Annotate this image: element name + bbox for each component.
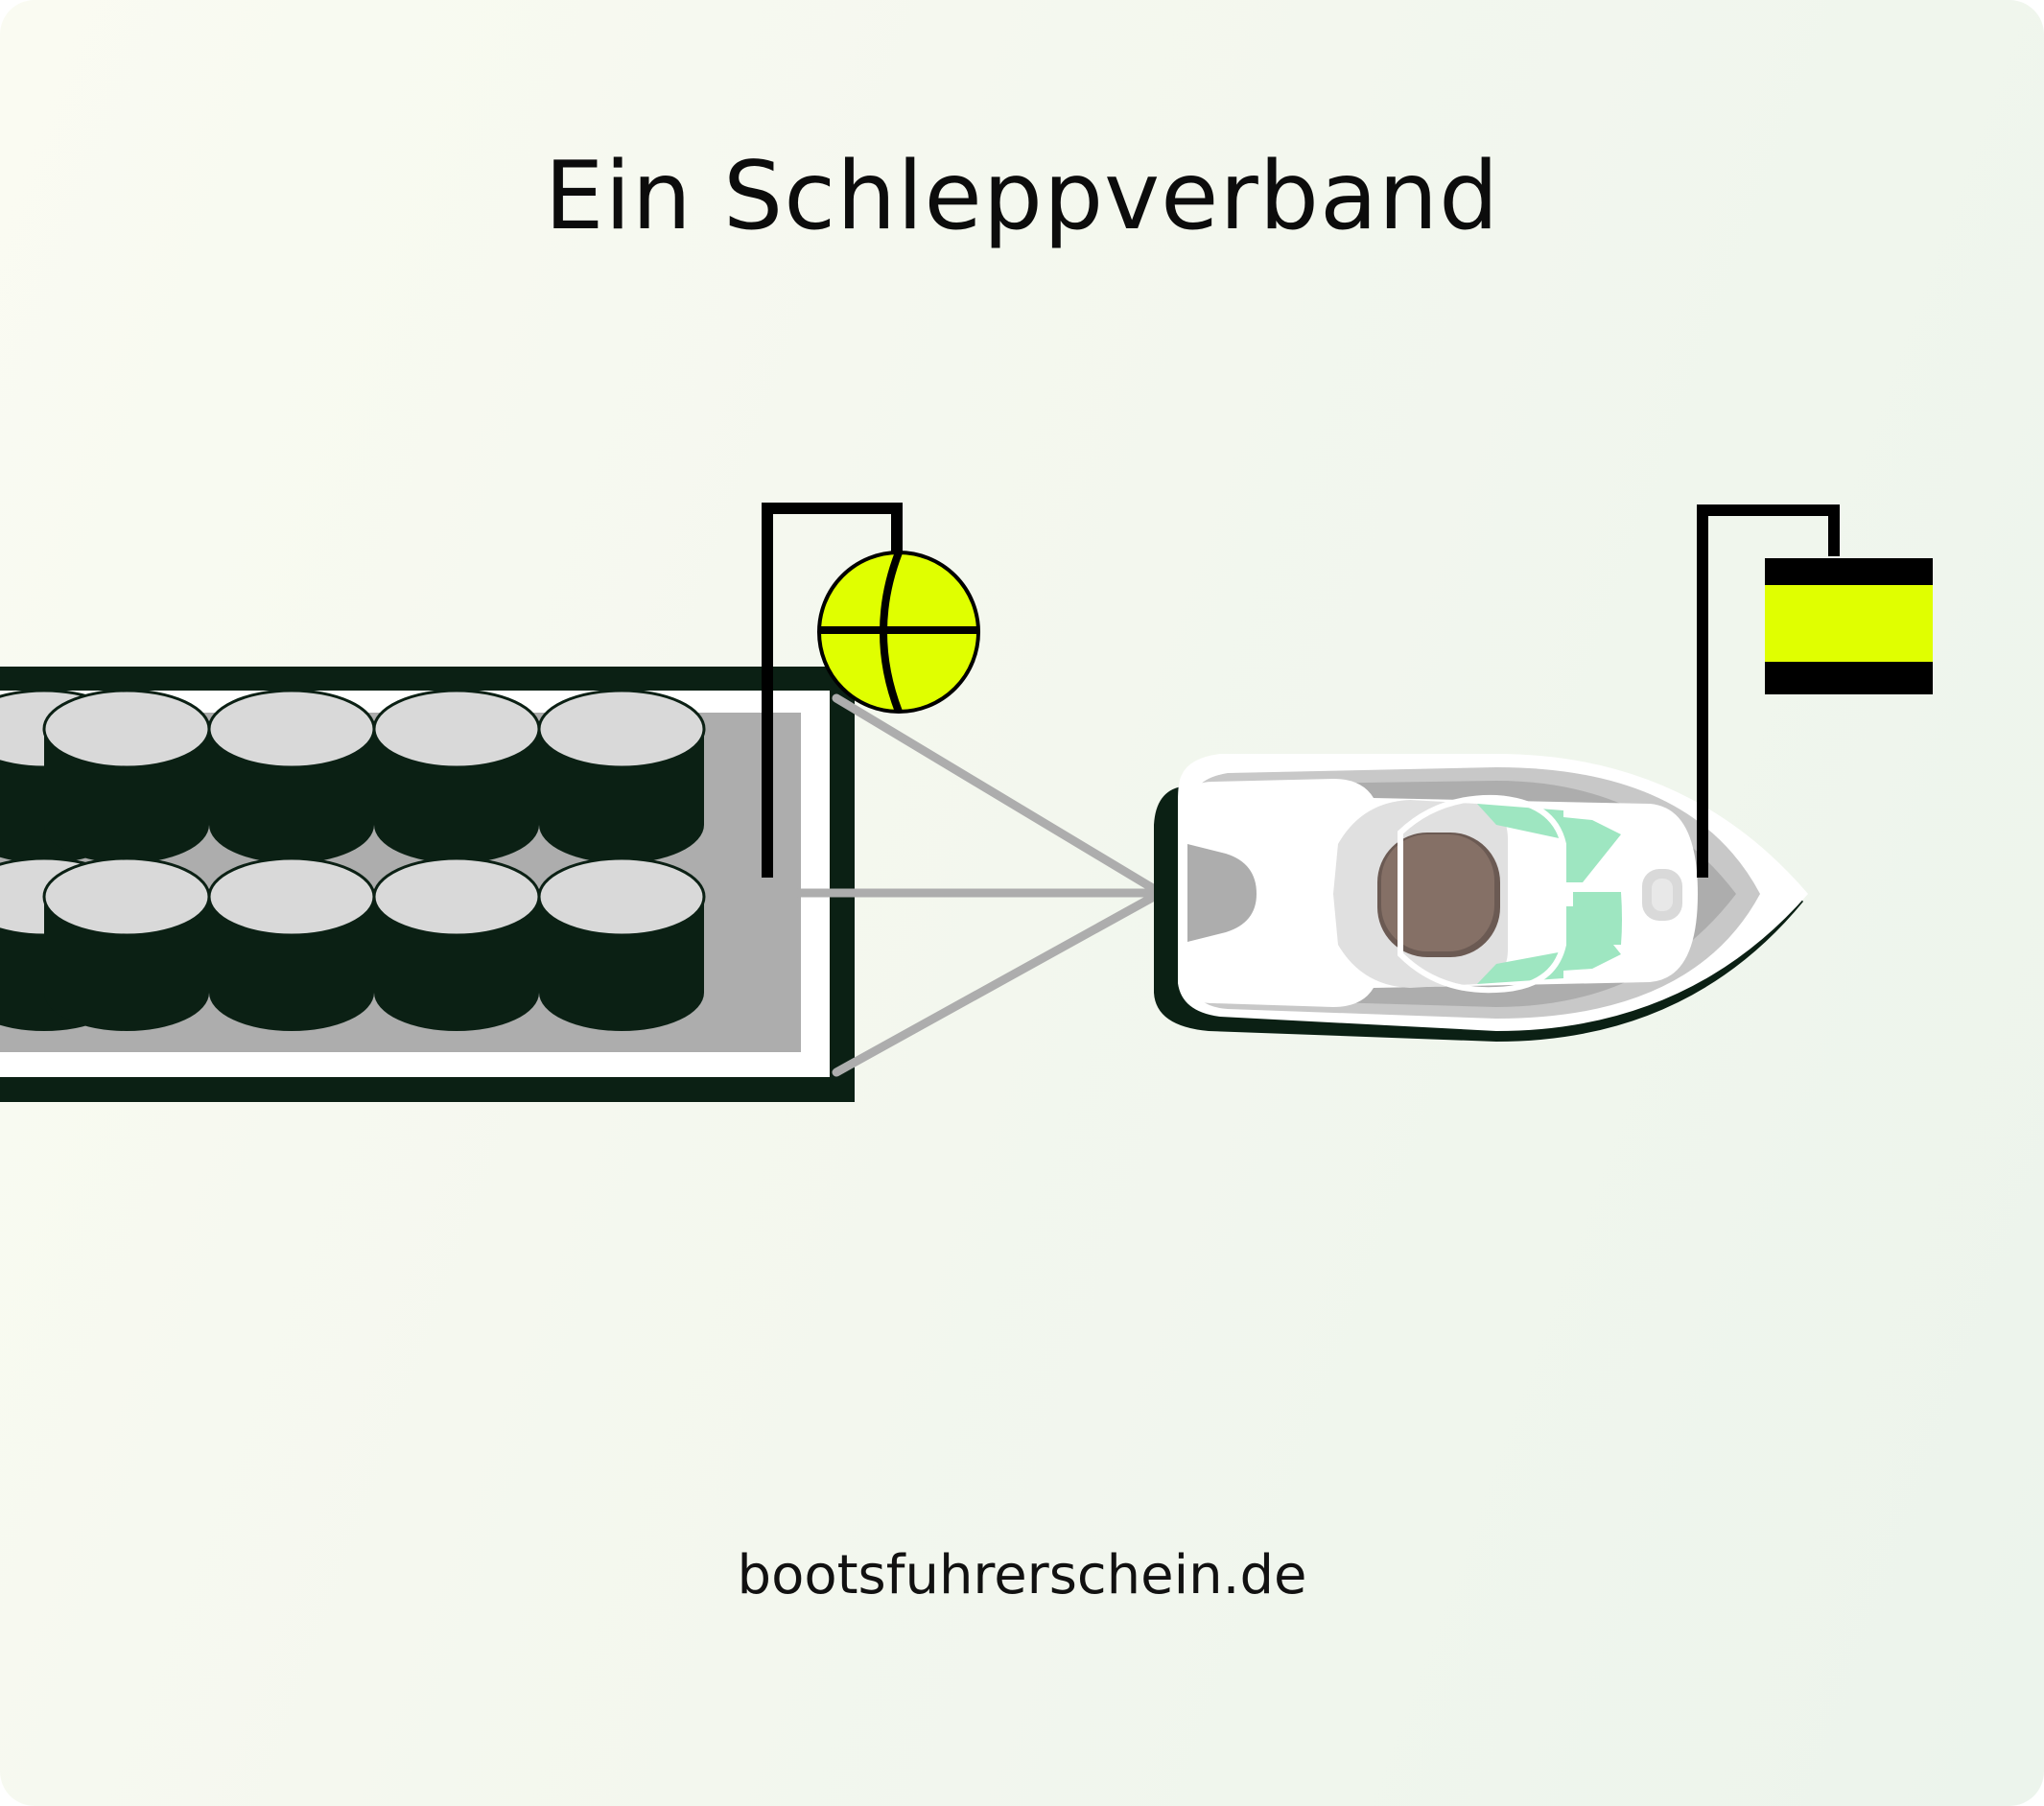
ball-icon — [817, 551, 980, 714]
barrel — [537, 856, 706, 1031]
barrel — [42, 689, 211, 863]
cargo-barrels — [0, 689, 706, 1031]
barrel — [207, 856, 376, 1031]
site-url: bootsfuhrerschein.de — [737, 1544, 1307, 1607]
barrel — [537, 689, 706, 863]
page-title: Ein Schleppverband — [544, 142, 1500, 251]
barge-signal-mast — [762, 503, 980, 878]
barrel — [42, 856, 211, 1031]
tug-boat — [1154, 754, 1808, 1042]
barrel — [372, 689, 541, 863]
cylinder-icon — [1765, 558, 1933, 694]
towed-barge — [0, 667, 855, 1102]
barrel — [372, 856, 541, 1031]
barrel — [207, 689, 376, 863]
tow-lines — [793, 693, 1165, 1077]
tug-signal-mast — [1697, 504, 1933, 878]
